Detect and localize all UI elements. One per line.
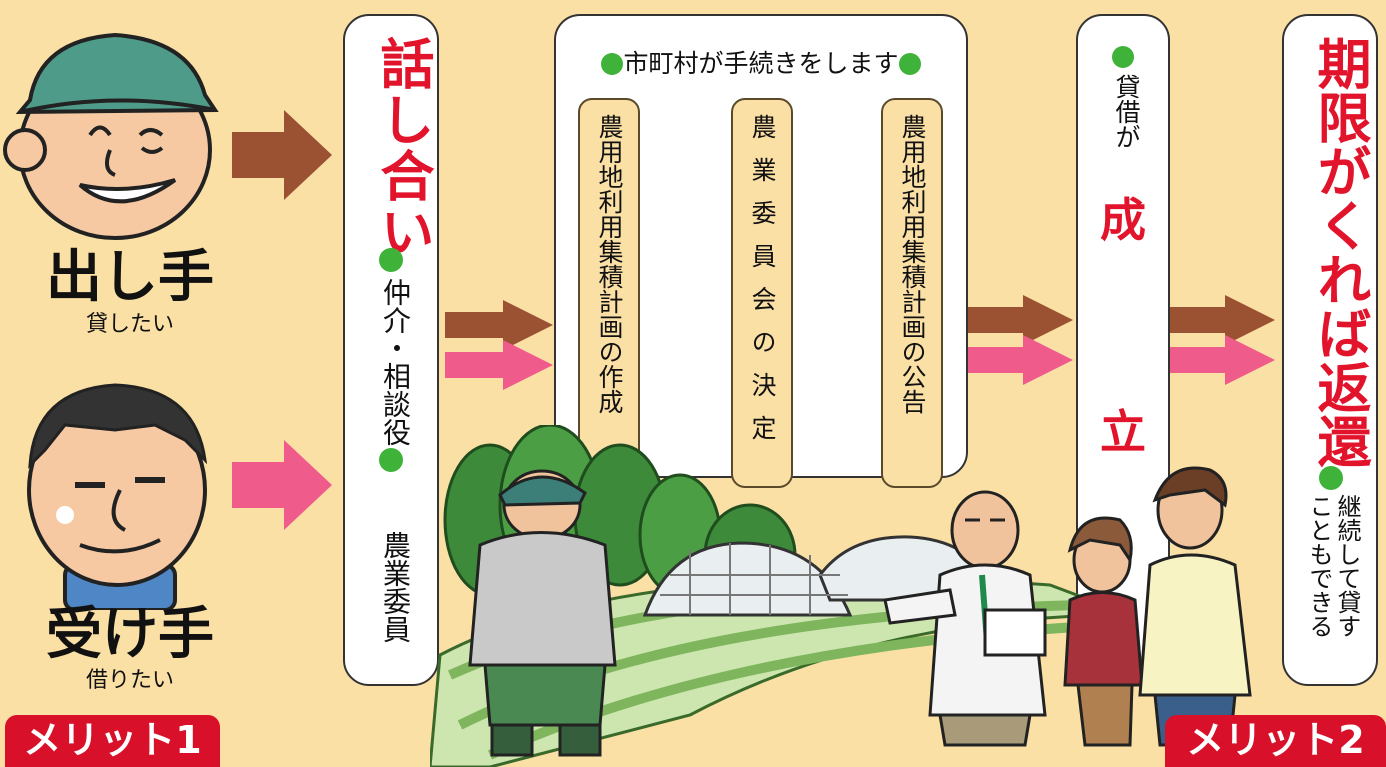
- arrow-icon: [445, 300, 553, 350]
- green-dot-icon: [898, 53, 921, 75]
- farmer-face-icon: [3, 32, 219, 240]
- green-dot-icon: [601, 53, 624, 75]
- arrow-icon: [968, 295, 1073, 345]
- borrower-title: 受け手: [46, 602, 214, 667]
- woman-figure: [1063, 516, 1144, 747]
- municipal-panel: 市町村が手続きをします 農用地利用集積計画の作成 農業委員会の決定 農用地利用集…: [554, 14, 968, 488]
- arrow-icon: [1170, 295, 1275, 345]
- expiry-note-line2: こともできる: [1305, 494, 1333, 638]
- expiry-panel: 期限がくれば返還 継続して貸す こともできる: [1282, 14, 1378, 686]
- farmer-back-figure: [468, 469, 617, 757]
- mediator-label: 仲介・相談役: [379, 278, 412, 446]
- green-dot-icon: [379, 248, 403, 272]
- arrow-icon: [445, 340, 553, 390]
- contract-char-2: 立: [1100, 405, 1146, 459]
- step-publish-plan: 農用地利用集積計画の公告: [881, 98, 943, 488]
- expiry-title: 期限がくれば返還: [1308, 36, 1371, 468]
- arrow-icon: [232, 440, 332, 530]
- borrower-subtitle: 借りたい: [85, 668, 174, 693]
- municipal-header: 市町村が手続きをします: [556, 44, 966, 80]
- contract-char-1: 成: [1100, 193, 1146, 247]
- step-committee-decision: 農業委員会の決定: [731, 98, 793, 488]
- expiry-note-line1: 継続して貸す: [1333, 494, 1361, 638]
- step-create-plan-label: 農用地利用集積計画の作成: [595, 114, 624, 414]
- lender-title: 出し手: [46, 245, 214, 310]
- green-dot-icon: [379, 448, 403, 472]
- green-dot-icon: [1319, 466, 1343, 490]
- lender-subtitle: 貸したい: [85, 312, 174, 337]
- municipal-header-text: 市町村が手続きをします: [623, 49, 899, 78]
- official-figure: [883, 490, 1047, 747]
- step-committee-decision-label: 農業委員会の決定: [748, 114, 777, 458]
- arrow-icon: [232, 110, 332, 200]
- arrow-icon: [968, 335, 1073, 385]
- contract-label: 貸借が: [1112, 74, 1141, 149]
- green-dot-icon: [1112, 46, 1134, 68]
- talk-panel: 話し合い 仲介・相談役 農業委員: [343, 14, 439, 686]
- step-publish-plan-label: 農用地利用集積計画の公告: [898, 114, 927, 414]
- talk-title: 話し合い: [371, 36, 434, 260]
- field-scene-illustration: [430, 425, 1252, 767]
- young-man-figure: [1138, 466, 1252, 747]
- arrow-icon: [1170, 335, 1275, 385]
- young-man-face-icon: [27, 383, 208, 610]
- merit1-badge: メリット1: [5, 715, 220, 767]
- merit2-badge: メリット2: [1165, 715, 1386, 767]
- step-create-plan: 農用地利用集積計画の作成: [578, 98, 640, 488]
- member-label: 農業委員: [379, 531, 412, 643]
